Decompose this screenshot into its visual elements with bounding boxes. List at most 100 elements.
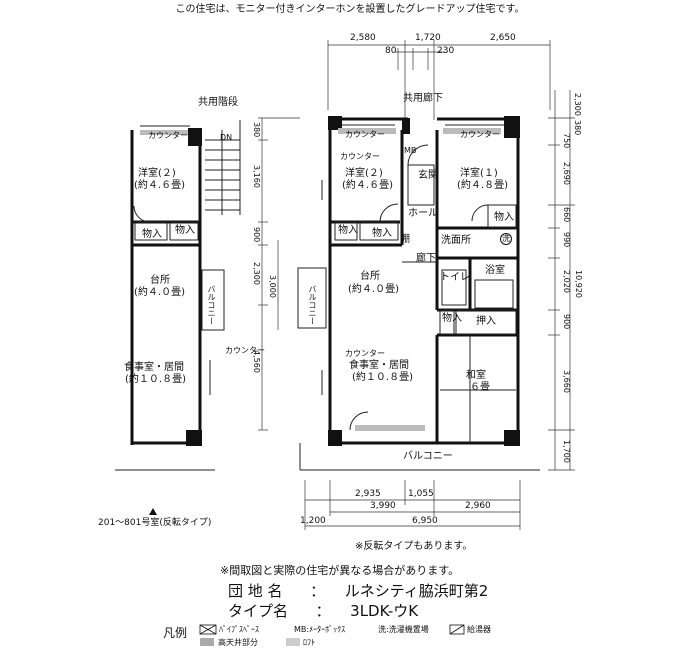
- dim-right-total: 10,920: [574, 270, 583, 298]
- legend-loft: ﾛﾌﾄ: [303, 638, 315, 647]
- label-kitchen-size: (約４.０畳): [348, 284, 399, 295]
- left-plan-walls: [130, 130, 202, 445]
- dim-left-3000: 3,000: [268, 275, 277, 298]
- complex-value: ルネシティ脇浜町第2: [344, 582, 489, 600]
- dim-bottom-2960: 2,960: [465, 501, 491, 511]
- label-dn: DN: [220, 133, 233, 142]
- dim-right-2020: 2,020: [562, 270, 571, 293]
- label-left-counter: カウンター: [148, 131, 188, 140]
- dim-right-380: 380: [573, 120, 582, 136]
- dim-left-4560: 4,560: [252, 350, 261, 373]
- label-living-size: (約１０.８畳): [352, 372, 413, 383]
- main-plan-walls: [328, 117, 520, 445]
- left-dimensions: [258, 117, 300, 431]
- label-balcony: バルコニー: [403, 451, 453, 462]
- label-left-living: 食事室・居間: [124, 362, 184, 373]
- dim-bottom-6950: 6,950: [412, 516, 438, 526]
- complex-name-row: 団 地 名 ： ルネシティ脇浜町第2: [228, 580, 488, 601]
- dim-top-80: 80: [385, 46, 397, 56]
- dim-left-3160: 3,160: [252, 165, 261, 188]
- legend-title: 凡例: [163, 626, 188, 640]
- left-plan-columns: [186, 128, 202, 446]
- high-ceiling-areas: [338, 128, 501, 431]
- complex-sep: ：: [310, 582, 326, 600]
- dim-right-2300: 2,300: [573, 93, 582, 116]
- label-western1-size: (約４.８畳): [457, 180, 508, 191]
- label-left-storage-2: 物入: [175, 225, 195, 236]
- dim-right-3660: 3,660: [562, 370, 571, 393]
- label-left-living-size: (約１０.８畳): [125, 374, 186, 385]
- complex-label: 団 地 名: [228, 582, 283, 600]
- bottom-dimensions: [304, 480, 521, 530]
- dim-bottom-3990: 3,990: [370, 501, 396, 511]
- left-plan-thin-lines: [115, 120, 241, 471]
- label-kitchen: 台所: [360, 271, 380, 282]
- legend-high-ceiling: 高天井部分: [218, 638, 258, 647]
- top-note: この住宅は、モニター付きインターホンを設置したグレードアップ住宅です。: [175, 4, 525, 15]
- label-left-kitchen: 台所: [150, 275, 170, 286]
- dim-right-750: 750: [562, 133, 571, 149]
- label-hallway: 廊下: [416, 253, 436, 264]
- legend-symbols: [199, 624, 465, 635]
- label-mb: MB: [404, 146, 417, 155]
- label-western1: 洋室(１): [460, 168, 498, 179]
- label-toilet: トイレ: [440, 272, 470, 283]
- dim-left-380: 380: [252, 122, 261, 138]
- label-left-storage-1: 物入: [142, 229, 162, 240]
- dim-right-1700: 1,700: [562, 440, 571, 463]
- label-left-counter-2: カウンター: [225, 346, 265, 355]
- legend-pipe-space: ﾊﾟｲﾌﾟｽﾍﾟｰｽ: [219, 625, 259, 634]
- top-dimensions: [327, 40, 551, 120]
- main-plan-thin-lines: [297, 124, 540, 471]
- label-storage-2: 物入: [372, 228, 392, 239]
- caption-arrow: [149, 508, 157, 515]
- label-left-western2-size: (約４.６畳): [134, 180, 185, 191]
- label-counter-living: カウンター: [345, 349, 385, 358]
- label-japanese: 和室: [466, 370, 486, 381]
- dim-top-2580: 2,580: [350, 33, 376, 43]
- dim-top-230: 230: [437, 46, 455, 56]
- dim-left-2300: 2,300: [252, 262, 261, 285]
- type-label: タイプ名: [228, 602, 289, 620]
- label-left-kitchen-size: (約４.０畳): [134, 287, 185, 298]
- label-storage-1: 物入: [338, 225, 358, 236]
- dim-bottom-1055: 1,055: [408, 489, 434, 499]
- label-left-side-balcony: バルコニー: [207, 285, 216, 325]
- label-washroom: 洗面所: [441, 235, 471, 246]
- dim-bottom-1200: 1,200: [300, 516, 326, 526]
- label-left-western2: 洋室(２): [138, 168, 176, 179]
- label-counter-side: カウンター: [340, 152, 380, 161]
- disclaimer: ※間取図と実際の住宅が異なる場合があります。: [220, 564, 460, 577]
- legend-meter-box: MB:ﾒｰﾀｰﾎﾞｯｸｽ: [294, 625, 346, 634]
- label-western2: 洋室(２): [345, 168, 383, 179]
- dim-top-2650: 2,650: [490, 33, 516, 43]
- label-living: 食事室・居間: [349, 360, 409, 371]
- label-storage-jp: 物入: [442, 313, 462, 324]
- type-value: 3LDK-ウK: [350, 602, 419, 620]
- dim-left-900: 900: [252, 227, 261, 243]
- dim-right-990: 990: [562, 232, 571, 248]
- label-closet: 押入: [476, 316, 496, 327]
- legend-water-heater: 給湯器: [467, 625, 491, 634]
- dim-right-2690: 2,690: [562, 162, 571, 185]
- type-name-row: タイプ名 ： 3LDK-ウK: [228, 600, 418, 621]
- washer-icon: 洗: [500, 233, 512, 245]
- legend-washer-place: 洗:洗濯機置場: [378, 625, 429, 634]
- label-hall: ホール: [408, 208, 438, 219]
- dim-right-660: 660: [562, 207, 571, 223]
- label-counter-w1: カウンター: [460, 130, 500, 139]
- dim-top-1720: 1,720: [415, 33, 441, 43]
- dim-right-900: 900: [562, 314, 571, 330]
- right-dimensions: [548, 90, 575, 471]
- dim-bottom-2935: 2,935: [355, 489, 381, 499]
- left-plan-caption: 201～801号室(反転タイプ): [98, 518, 212, 528]
- label-storage-w1: 物入: [494, 212, 514, 223]
- label-japanese-size: ６畳: [470, 382, 490, 393]
- label-side-balcony: バルコニー: [308, 285, 317, 325]
- label-western2-size: (約４.６畳): [342, 180, 393, 191]
- reverse-type-note: ※反転タイプもあります。: [355, 541, 473, 552]
- label-entrance: 玄関: [418, 170, 438, 181]
- label-stairs: 共用階段: [198, 97, 238, 108]
- label-corridor: 共用廊下: [403, 93, 443, 104]
